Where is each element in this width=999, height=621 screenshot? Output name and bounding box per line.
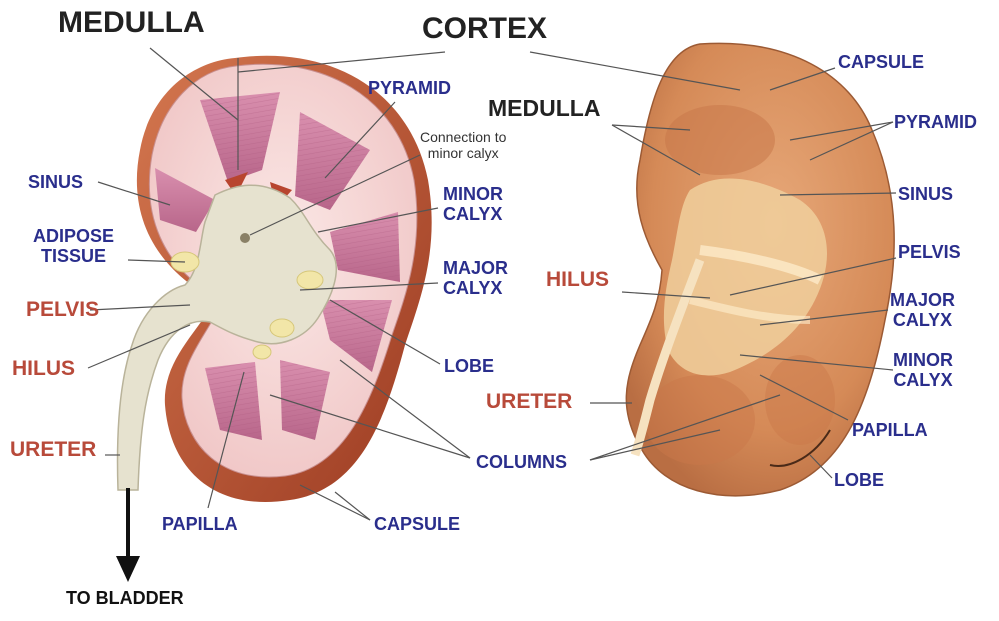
label-hilus-right: HILUS: [546, 268, 609, 292]
label-columns: COLUMNS: [476, 452, 567, 472]
label-capsule-right: CAPSULE: [838, 52, 924, 72]
label-medulla-left: MEDULLA: [58, 6, 205, 40]
label-pyramid-right: PYRAMID: [894, 112, 977, 132]
label-cortex: CORTEX: [422, 12, 547, 46]
label-minor-calyx-left: MINOR CALYX: [443, 184, 503, 224]
label-major-calyx-right: MAJOR CALYX: [890, 290, 955, 330]
label-pyramid-left: PYRAMID: [368, 78, 451, 98]
label-ureter-right: URETER: [486, 390, 572, 414]
label-hilus-left: HILUS: [12, 357, 75, 381]
label-lobe-right: LOBE: [834, 470, 884, 490]
vessel-dot: [240, 233, 250, 243]
label-to-bladder: TO BLADDER: [66, 588, 184, 608]
label-lobe-left: LOBE: [444, 356, 494, 376]
label-connection-note: Connection to minor calyx: [420, 130, 506, 161]
label-minor-calyx-right: MINOR CALYX: [893, 350, 953, 390]
kidney-illustration: [116, 56, 432, 582]
label-adipose-tissue: ADIPOSE TISSUE: [33, 226, 114, 266]
label-sinus-left: SINUS: [28, 172, 83, 192]
bladder-arrow-head: [116, 556, 140, 582]
label-medulla-right: MEDULLA: [488, 96, 600, 122]
label-pelvis-left: PELVIS: [26, 298, 99, 322]
label-pelvis-right: PELVIS: [898, 242, 961, 262]
label-sinus-right: SINUS: [898, 184, 953, 204]
label-papilla-left: PAPILLA: [162, 514, 238, 534]
label-major-calyx-left: MAJOR CALYX: [443, 258, 508, 298]
label-papilla-right: PAPILLA: [852, 420, 928, 440]
label-capsule-left: CAPSULE: [374, 514, 460, 534]
label-ureter-left: URETER: [10, 438, 96, 462]
